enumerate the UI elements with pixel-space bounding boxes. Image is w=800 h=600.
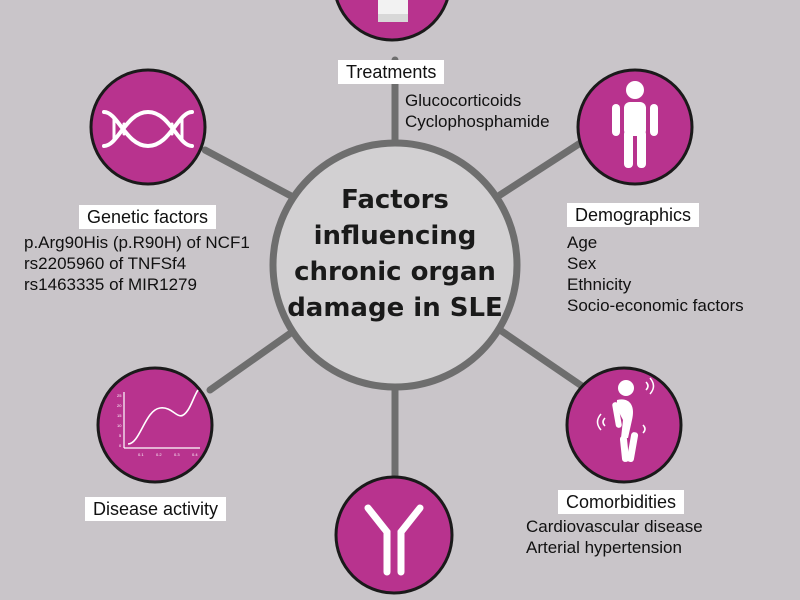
genetic-items: p.Arg90His (p.R90H) of NCF1 rs2205960 of… (24, 232, 250, 295)
demographics-item: Sex (567, 254, 597, 273)
treatments-node (335, 0, 449, 42)
demographics-item: Socio-economic factors (567, 296, 744, 315)
genetic-node (89, 68, 207, 186)
comorbidities-item: Arterial hypertension (526, 538, 682, 557)
comorbidities-item: Cardiovascular disease (526, 517, 703, 536)
demographics-label: Demographics (567, 203, 700, 227)
antibody-icon (364, 504, 424, 576)
center-circle (269, 139, 521, 391)
graph-tick-x-4: 0.4 (192, 452, 198, 457)
person-icon (612, 81, 658, 168)
genetic-label: Genetic factors (79, 205, 217, 229)
disease-activity-node-circle (96, 366, 214, 484)
center-title-line-1: Factors (341, 185, 449, 215)
comorbidities-items: Cardiovascular disease Arterial hyperten… (526, 516, 703, 558)
graph-tick-y-1: 25 (117, 393, 122, 398)
connector-genetic (201, 146, 297, 201)
demographics-item: Age (567, 233, 598, 252)
connectors (201, 56, 599, 482)
graph-tick-x-3: 0.3 (174, 452, 180, 457)
graph-tick-y-3: 15 (117, 413, 122, 418)
connector-comorbidities (496, 326, 599, 399)
graph-tick-y-2: 20 (117, 403, 122, 408)
demographics-items: Age Sex Ethnicity Socio-economic factors (567, 232, 744, 316)
center-title-line-2: influencing (313, 221, 477, 251)
pill-bottle-icon (378, 0, 408, 22)
center-title: Factors influencing chronic organ damage… (285, 182, 505, 326)
antibodies-node-circle (334, 475, 454, 595)
demographics-item: Ethnicity (567, 275, 632, 294)
line-graph-icon: 0.1 0.2 0.3 0.4 25 20 15 10 5 0 (117, 389, 200, 457)
genetic-item: rs1463335 of MIR1279 (24, 275, 197, 294)
graph-tick-y-5: 5 (119, 433, 122, 438)
comorbidities-label: Comorbidities (558, 490, 685, 514)
connector-demographics (496, 136, 589, 199)
demographics-node (576, 68, 694, 186)
graph-tick-y-4: 10 (117, 423, 122, 428)
disease-activity-label: Disease activity (85, 497, 227, 521)
connector-disease-activity (206, 326, 299, 394)
genetic-item: rs2205960 of TNFSf4 (24, 254, 187, 273)
genetic-item: p.Arg90His (p.R90H) of NCF1 (24, 233, 250, 252)
treatments-items: Glucocorticoids Cyclophosphamide (405, 90, 550, 132)
graph-tick-x-1: 0.1 (138, 452, 144, 457)
treatments-item: Glucocorticoids (405, 91, 522, 110)
disease-activity-node: 0.1 0.2 0.3 0.4 25 20 15 10 5 0 (96, 366, 214, 484)
treatments-item: Cyclophosphamide (405, 112, 550, 131)
dna-icon (102, 109, 194, 149)
graph-tick-y-6: 0 (119, 443, 122, 448)
comorbidities-node (565, 366, 683, 484)
graph-tick-x-2: 0.2 (156, 452, 162, 457)
genetic-node-circle (89, 68, 207, 186)
elderly-person-icon (596, 377, 655, 462)
treatments-label: Treatments (338, 60, 445, 84)
center-title-line-3: chronic organ (294, 257, 496, 287)
antibodies-node (334, 475, 454, 595)
center-title-line-4: damage in SLE (287, 293, 503, 323)
